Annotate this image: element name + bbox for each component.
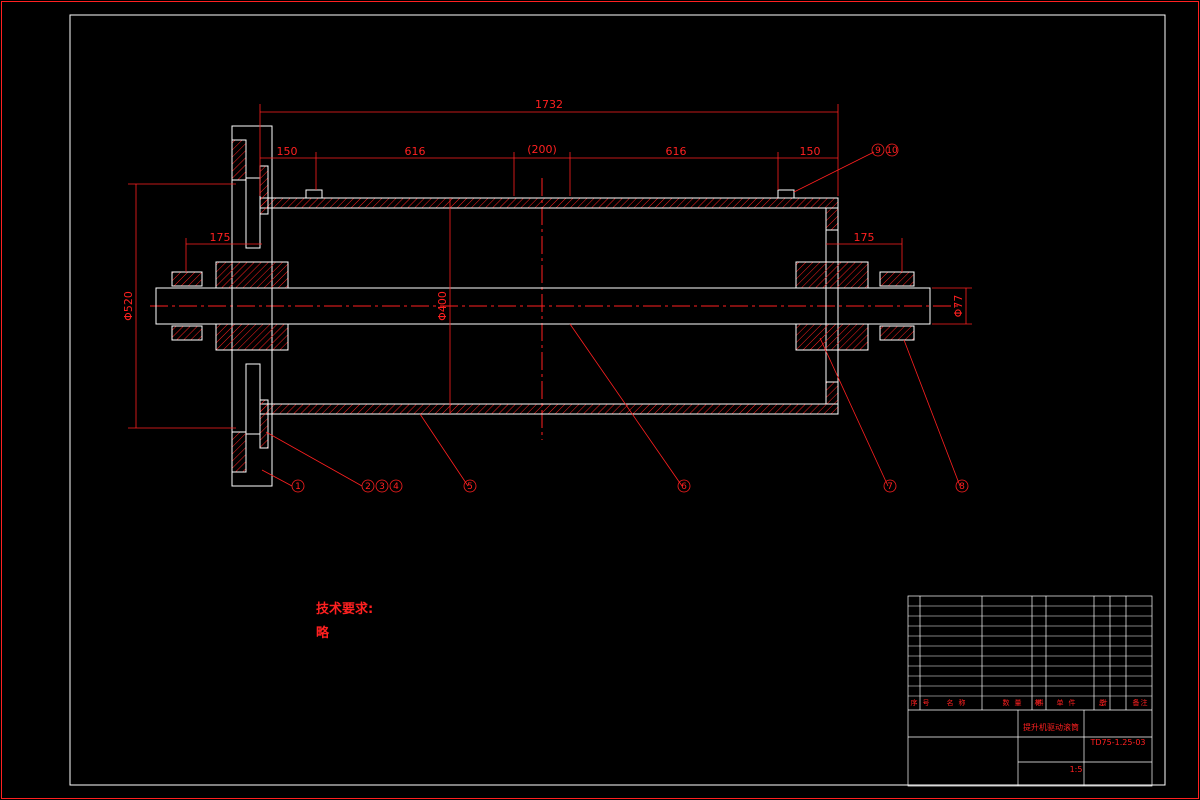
balloon-labels: 1 2 3 4 5 6 7 8 9 10: [295, 146, 965, 492]
dim-total-length: 1732: [535, 98, 563, 111]
parts-header-cell: 单: [1057, 698, 1064, 707]
balloon-8: 8: [959, 482, 965, 492]
parts-header-cell: 计: [1101, 698, 1108, 707]
dim-left-616: 616: [405, 145, 426, 158]
parts-header-cell: 名: [947, 698, 954, 707]
parts-header-cell: 件: [1069, 698, 1076, 707]
balloon-2: 2: [365, 482, 371, 492]
inner-frame: [69, 14, 1166, 786]
parts-header-cell: 数: [1003, 698, 1010, 707]
leader-lines: [261, 151, 961, 487]
dimension-lines: [128, 104, 972, 429]
balloon-7: 7: [887, 482, 893, 492]
balloons: [291, 143, 969, 493]
parts-header-cell: 称: [959, 698, 966, 707]
shaft: [155, 287, 931, 325]
drawing-scale: 1:5: [1070, 765, 1083, 774]
parts-header-cell: 总: [1099, 698, 1106, 707]
parts-header-cell: 序: [911, 698, 918, 707]
parts-header-cell: 注: [1141, 698, 1148, 707]
balloon-10: 10: [886, 146, 898, 156]
dim-flange-dia: Φ520: [122, 291, 135, 321]
parts-header-cell: 材: [1035, 698, 1042, 707]
shell-keys: [305, 189, 795, 199]
balloon-3: 3: [379, 482, 385, 492]
balloon-9: 9: [875, 146, 881, 156]
left-flange: [231, 125, 273, 487]
centerlines: [150, 178, 960, 440]
technical-requirements-title: 技术要求:: [316, 602, 374, 617]
assembly-name: 提升机驱动滚筒: [1023, 722, 1079, 732]
dim-left-150: 150: [277, 145, 298, 158]
balloon-1: 1: [295, 482, 301, 492]
dimension-texts: 1732 150 616 (200) 616 150 175 175 Φ520 …: [122, 98, 965, 321]
parts-header-cell: 量: [1015, 699, 1022, 707]
dim-shaft-dia: Φ77: [952, 295, 965, 318]
dim-right-175: 175: [854, 231, 875, 244]
dim-mid-200: (200): [527, 143, 557, 156]
title-block: [907, 595, 1153, 787]
dim-left-175: 175: [210, 231, 231, 244]
parts-header-cell: 料: [1037, 698, 1044, 707]
title-block-rows: [908, 605, 1152, 697]
parts-header-cell: 号: [923, 699, 930, 707]
technical-requirements-body: 略: [316, 626, 330, 641]
drawing-number: TD75-1.25-03: [1090, 738, 1146, 747]
balloon-4: 4: [393, 482, 399, 492]
title-block-text: 提升机驱动滚筒 TD75-1.25-03 1:5: [1023, 722, 1146, 774]
dim-right-616: 616: [666, 145, 687, 158]
dim-right-150: 150: [800, 145, 821, 158]
balloon-5: 5: [467, 482, 473, 492]
dim-drum-dia: Φ400: [436, 291, 449, 321]
parts-header-cell: 备: [1133, 698, 1140, 707]
balloon-6: 6: [681, 482, 687, 492]
